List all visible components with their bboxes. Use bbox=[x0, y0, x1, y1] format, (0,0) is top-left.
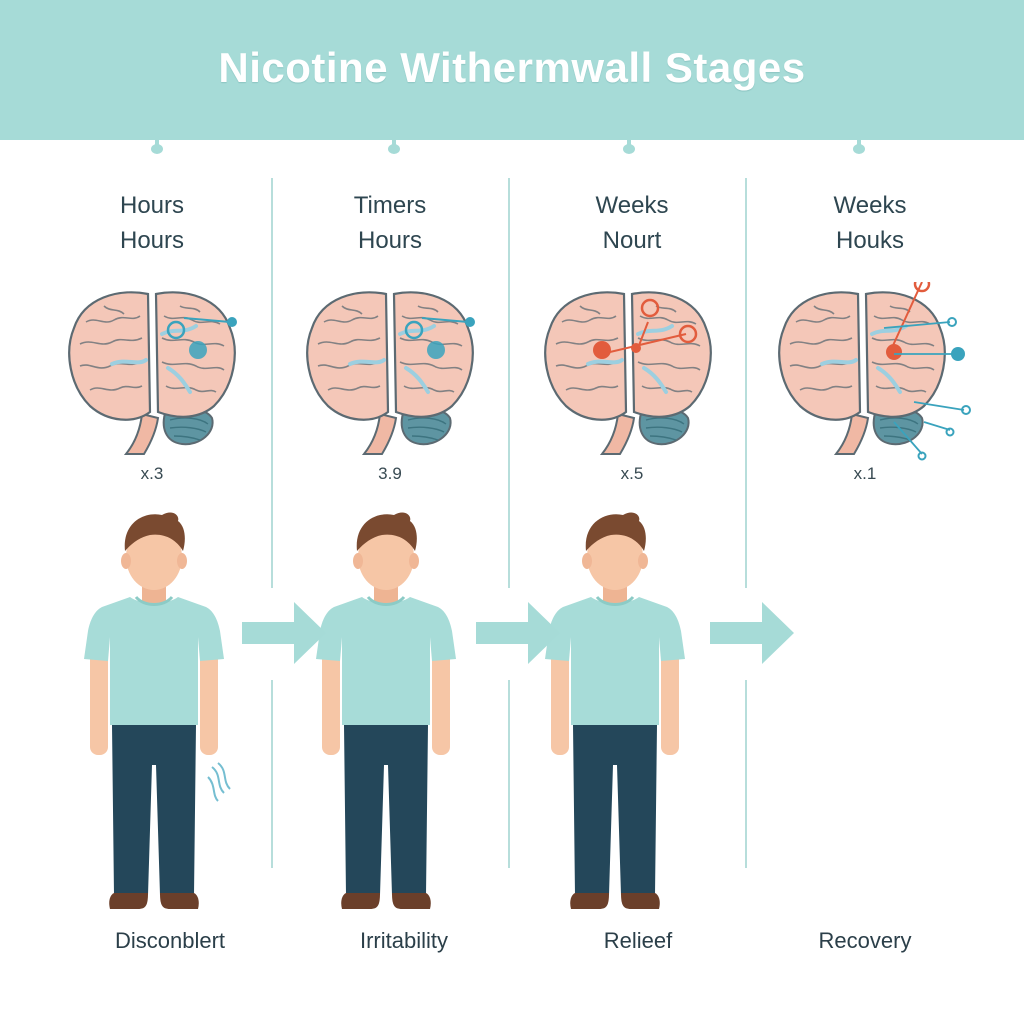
brain-icon bbox=[544, 291, 712, 455]
stage-time-line1: Timers bbox=[353, 192, 427, 219]
stage-time-line1: Weeks bbox=[595, 192, 669, 219]
column-divider bbox=[508, 680, 510, 868]
column-divider bbox=[745, 178, 747, 588]
stage-3-caption: Relieef bbox=[603, 928, 673, 953]
person-icon bbox=[545, 512, 685, 909]
person-icon bbox=[84, 512, 231, 909]
person-icon bbox=[316, 512, 456, 909]
stage-3-time-label: Weeks Nourt bbox=[514, 188, 750, 258]
stage-1-metric: x.3 bbox=[140, 464, 164, 483]
stage-time-line2: Hours bbox=[119, 227, 185, 254]
banner-pin bbox=[151, 140, 163, 154]
stage-time-line2: Houks bbox=[835, 227, 905, 254]
stage-4-metric: x.1 bbox=[853, 464, 877, 483]
arrow-right-icon bbox=[710, 602, 794, 664]
column-divider bbox=[271, 680, 273, 868]
page-title: Nicotine Withermwall Stages bbox=[218, 44, 806, 91]
title-banner: Nicotine Withermwall Stages bbox=[0, 0, 1024, 140]
brain-icon bbox=[68, 291, 237, 455]
stage-time-line1: Weeks bbox=[833, 192, 907, 219]
column-divider bbox=[271, 178, 273, 588]
stage-2-caption: Irritability bbox=[359, 928, 448, 953]
stage-1-caption: Disconblert bbox=[114, 928, 226, 953]
stage-2-metric: 3.9 bbox=[378, 464, 402, 483]
stage-time-line1: Hours bbox=[119, 192, 185, 219]
banner-pin bbox=[853, 140, 865, 154]
banner-pin bbox=[623, 140, 635, 154]
arrow-right-icon bbox=[242, 602, 326, 664]
column-divider bbox=[745, 680, 747, 868]
stage-1-time-label: Hours Hours bbox=[34, 188, 270, 258]
brain-icon bbox=[778, 282, 971, 461]
stage-3-metric: x.5 bbox=[620, 464, 644, 483]
stage-time-line2: Nourt bbox=[602, 227, 662, 254]
banner-pin bbox=[388, 140, 400, 154]
stage-4-time-label: Weeks Houks bbox=[752, 188, 988, 258]
column-divider bbox=[508, 178, 510, 588]
arrow-right-icon bbox=[476, 602, 560, 664]
stage-4-caption: Recovery bbox=[818, 928, 912, 953]
brain-icon bbox=[306, 291, 475, 455]
stage-time-line2: Hours bbox=[357, 227, 423, 254]
stage-2-time-label: Timers Hours bbox=[272, 188, 508, 258]
